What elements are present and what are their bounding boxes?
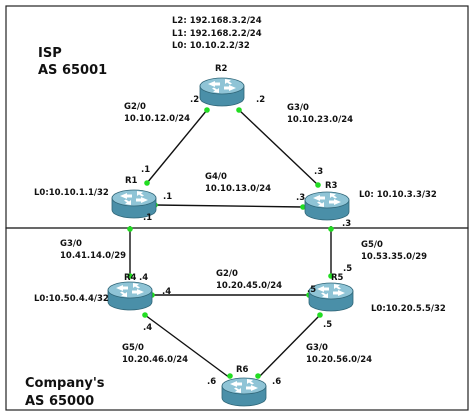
port-dot: [300, 204, 306, 210]
r5-loopback: L0:10.20.5.5/32: [371, 304, 446, 314]
link-r2-r3-end-r3: .3: [314, 167, 323, 177]
router-name-r1: R1: [125, 176, 138, 186]
link-r4-r6-end-r6: .6: [207, 377, 216, 387]
link-r2-r3-iface: G3/0: [287, 103, 309, 113]
link-r3-r5-end-r3: .3: [342, 219, 351, 229]
router-r2[interactable]: [199, 77, 245, 107]
port-dot: [328, 273, 334, 279]
router-name-r6: R6: [236, 365, 249, 375]
link-r4-r6-subnet: 10.20.46.0/24: [122, 355, 188, 365]
port-dot: [315, 182, 321, 188]
port-dot: [328, 226, 334, 232]
links: [129, 109, 332, 379]
link-r1-r4-subnet: 10.41.14.0/29: [60, 251, 126, 261]
link-r3-r5-iface: G5/0: [361, 240, 383, 250]
link-r4-r6: [144, 314, 231, 379]
link-r1-r4-end-r1: .1: [143, 213, 152, 223]
link-r1-r3-iface: G4/0: [205, 172, 227, 182]
port-dots: [127, 107, 334, 379]
link-r1-r3-subnet: 10.10.13.0/24: [205, 184, 271, 194]
link-r1-r4-end-r4: .4: [139, 273, 148, 283]
link-r4-r5-end-r5: .5: [307, 285, 316, 295]
link-r2-r3-end-r2: .2: [256, 95, 265, 105]
router-r3[interactable]: [304, 191, 350, 221]
link-r5-r6-subnet: 10.20.56.0/24: [306, 355, 372, 365]
port-dot: [142, 312, 148, 318]
link-r1-r2-end-r1: .1: [141, 165, 150, 175]
port-dot: [227, 373, 233, 379]
port-dot: [144, 180, 150, 186]
r2-loopback-l0: L0: 10.10.2.2/32: [172, 41, 250, 51]
company-title: Company's: [25, 376, 105, 391]
port-dot: [204, 107, 210, 113]
link-r4-r5-end-r4: .4: [162, 287, 171, 297]
port-dot: [317, 312, 323, 318]
link-r1-r3-end-r1: .1: [163, 192, 172, 202]
port-dot: [236, 107, 242, 113]
router-name-r5: R5: [331, 273, 344, 283]
link-r2-r3-subnet: 10.10.23.0/24: [287, 115, 353, 125]
link-r4-r5-subnet: 10.20.45.0/24: [216, 281, 282, 291]
link-r1-r2-end-r2: .2: [190, 95, 199, 105]
link-r1-r2-iface: G2/0: [124, 102, 146, 112]
link-r3-r5-end-r5: .5: [343, 264, 352, 274]
link-r5-r6-iface: G3/0: [306, 343, 328, 353]
link-r5-r6-end-r5: .5: [323, 320, 332, 330]
r3-loopback: L0: 10.10.3.3/32: [359, 190, 437, 200]
link-r4-r5-iface: G2/0: [216, 269, 238, 279]
link-r1-r2-subnet: 10.10.12.0/24: [124, 114, 190, 124]
link-r3-r5-subnet: 10.53.35.0/29: [361, 252, 427, 262]
router-name-r4: R4: [124, 273, 137, 283]
port-dot: [127, 273, 133, 279]
company-region-box: [5, 227, 469, 411]
router-name-r2: R2: [215, 64, 228, 74]
r4-loopback: L0:10.50.4.4/32: [34, 294, 109, 304]
link-r4-r6-end-r4: .4: [143, 323, 152, 333]
port-dot: [127, 226, 133, 232]
r2-loopback-l2: L2: 192.168.3.2/24: [172, 16, 262, 26]
link-r1-r4-iface: G3/0: [60, 239, 82, 249]
link-r1-r2: [146, 109, 208, 184]
link-r1-r3-end-r3: .3: [296, 193, 305, 203]
router-r4[interactable]: [107, 281, 153, 311]
isp-title: ISP: [38, 46, 62, 61]
link-r2-r3: [238, 109, 319, 186]
isp-as-number: AS 65001: [38, 63, 107, 78]
link-r5-r6: [257, 314, 321, 379]
router-r6[interactable]: [221, 377, 267, 407]
router-name-r3: R3: [325, 181, 338, 191]
link-r1-r3: [154, 204, 304, 208]
port-dot: [255, 373, 261, 379]
link-r4-r6-iface: G5/0: [122, 343, 144, 353]
link-r5-r6-end-r6: .6: [272, 377, 281, 387]
company-as-number: AS 65000: [25, 394, 94, 409]
r1-loopback: L0:10.10.1.1/32: [34, 188, 109, 198]
r2-loopback-l1: L1: 192.168.2.2/24: [172, 29, 262, 39]
